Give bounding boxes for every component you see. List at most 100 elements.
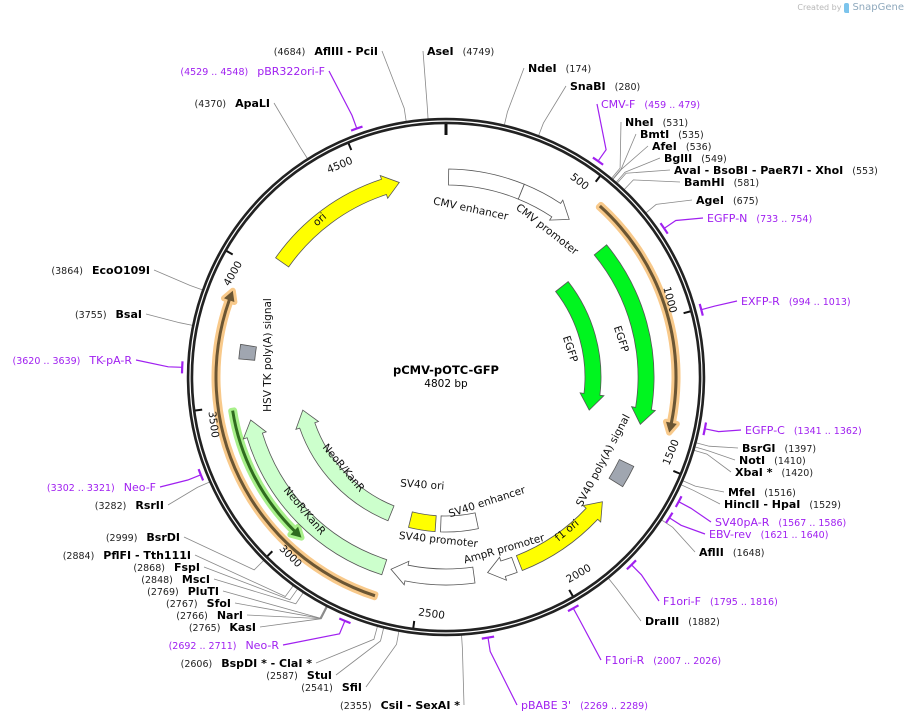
restriction-site-label[interactable]: (2766)NarI (176, 609, 243, 622)
primer-label-part: EXFP-R (741, 295, 780, 308)
feature-label-cmv-enhancer[interactable]: CMV enhancer (432, 195, 510, 223)
restriction-site-label-part: DraIII (645, 615, 679, 628)
restriction-site-label[interactable]: (4370)ApaLI (194, 97, 270, 110)
feature-f1-ori[interactable] (515, 501, 603, 572)
feature-label-sv40-promoter[interactable]: SV40 promoter (398, 530, 479, 550)
primer-mark[interactable] (592, 156, 604, 166)
feature-label-sv40-enhancer[interactable]: SV40 enhancer (447, 484, 527, 520)
restriction-site-label[interactable]: BmtI(535) (640, 128, 704, 141)
primer-mark[interactable] (665, 512, 674, 524)
primer-mark[interactable] (481, 635, 495, 640)
feature-sv40-poly-a-signal[interactable] (608, 458, 635, 488)
restriction-site-label-part: (549) (701, 154, 727, 165)
orf-arrow[interactable] (598, 204, 678, 433)
feature-ori[interactable] (275, 174, 400, 268)
primer-label[interactable]: (4529 .. 4548)pBR322ori-F (180, 65, 325, 78)
primer-label[interactable]: F1ori-F(1795 .. 1816) (663, 595, 778, 608)
restriction-site-label[interactable]: BsrGI(1397) (742, 442, 816, 455)
primer-mark[interactable] (702, 422, 708, 436)
tick-label: 2500 (418, 606, 446, 621)
restriction-site-label[interactable]: BamHI(581) (684, 176, 759, 189)
restriction-site-label[interactable]: AseI(4749) (427, 45, 494, 58)
restriction-site-label[interactable]: (2765)KasI (189, 621, 256, 634)
feature-egfp[interactable] (555, 281, 605, 411)
primer-mark[interactable] (350, 125, 363, 132)
restriction-site-label[interactable]: (2767)SfoI (166, 597, 231, 610)
primer-label[interactable]: CMV-F(459 .. 479) (601, 98, 700, 111)
primer-mark[interactable] (626, 559, 637, 571)
primer-mark[interactable] (674, 495, 683, 508)
restriction-site-label[interactable]: DraIII(1882) (645, 615, 720, 628)
restriction-site-label[interactable]: (3282)RsrII (95, 499, 164, 512)
restriction-site-label[interactable]: AflII(1648) (699, 546, 764, 559)
tick-label: 4000 (221, 259, 245, 288)
restriction-site-label[interactable]: NdeI(174) (528, 62, 591, 75)
feature-sv40-promoter[interactable] (390, 560, 476, 586)
tick-label: 2000 (564, 562, 593, 586)
tick-label: 3500 (206, 411, 221, 439)
restriction-site-label[interactable]: (2587)StuI (266, 669, 332, 682)
primer-label[interactable]: EGFP-C(1341 .. 1362) (745, 424, 862, 437)
primer-label[interactable]: F1ori-R(2007 .. 2026) (605, 654, 721, 667)
restriction-site-label[interactable]: XbaI *(1420) (735, 466, 813, 479)
primer-mark[interactable] (567, 604, 580, 613)
feature-label-sv40-polya[interactable]: SV40 poly(A) signal (574, 413, 633, 509)
restriction-site-label[interactable]: SnaBI(280) (570, 80, 640, 93)
restriction-site-label[interactable]: (2769)PluTI (147, 585, 219, 598)
restriction-site-label[interactable]: AfeI(536) (652, 140, 711, 153)
restriction-site-label[interactable]: (4684)AflIII - PciI (274, 45, 378, 58)
feature-label-egfp-outer[interactable]: EGFP (611, 324, 631, 354)
feature-cmv-promoter[interactable] (517, 183, 570, 221)
primer-label[interactable]: (3620 .. 3639)TK-pA-R (13, 354, 133, 367)
primer-label[interactable]: EGFP-N(733 .. 754) (707, 212, 812, 225)
feature-neor-kanr[interactable] (242, 419, 388, 576)
primer-mark[interactable] (659, 222, 669, 235)
plasmid-length: 4802 bp (424, 378, 468, 390)
restriction-site-label[interactable]: (2606)BspDI * - ClaI * (181, 657, 313, 670)
primer-label[interactable]: (2692 .. 2711)Neo-R (169, 639, 280, 652)
restriction-site-label[interactable]: (2541)SfiI (301, 681, 362, 694)
feature-sv40-ori[interactable] (408, 511, 437, 533)
primer-label[interactable]: EBV-rev(1621 .. 1640) (709, 528, 828, 541)
primer-mark[interactable] (338, 617, 351, 625)
leader-line (234, 602, 328, 619)
restriction-site-label[interactable]: (2868)FspI (133, 561, 200, 574)
feature-egfp[interactable] (593, 244, 657, 425)
feature-sv40-enhancer[interactable] (440, 512, 479, 533)
restriction-site-label-part: SnaBI (570, 80, 606, 93)
restriction-site-label[interactable]: (2355)CsiI - SexAI * (340, 699, 460, 712)
primer-mark[interactable] (180, 361, 184, 374)
feature-label-hsv-tk-polya[interactable]: HSV TK poly(A) signal (262, 298, 274, 412)
restriction-site-label-part: EcoO109I (92, 264, 150, 277)
feature-neor-kanr[interactable] (295, 409, 395, 522)
primer-label[interactable]: (3302 .. 3321)Neo-F (47, 481, 156, 494)
restriction-site-label-part: NotI (739, 454, 765, 467)
primer-mark[interactable] (698, 303, 704, 316)
restriction-site-label[interactable]: (3864)EcoO109I (51, 264, 150, 277)
primer-label[interactable]: SV40pA-R(1567 .. 1586) (715, 516, 846, 529)
restriction-site-label[interactable]: BglII(549) (664, 152, 727, 165)
primer-label[interactable]: pBABE 3'(2269 .. 2289) (521, 699, 648, 712)
restriction-site-label[interactable]: (2884)PflFI - Tth111I (63, 549, 191, 562)
restriction-site-label[interactable]: NheI(531) (625, 116, 688, 129)
primer-label-part: (1795 .. 1816) (710, 597, 778, 608)
primer-label-part: (3302 .. 3321) (47, 483, 115, 494)
feature-cmv-enhancer[interactable] (448, 168, 525, 200)
feature-hsv-tk-poly-a-signal[interactable] (238, 343, 257, 361)
feature-label-egfp-inner[interactable]: EGFP (560, 334, 580, 364)
feature-label-sv40-ori[interactable]: SV40 ori (400, 477, 445, 492)
primer-mark[interactable] (197, 468, 205, 481)
restriction-site-label[interactable]: HincII - HpaI(1529) (724, 498, 841, 511)
primer-label[interactable]: EXFP-R(994 .. 1013) (741, 295, 851, 308)
restriction-site-label[interactable]: (3755)BsaI (75, 308, 142, 321)
restriction-site-label[interactable]: (2999)BsrDI (106, 531, 180, 544)
restriction-site-label-part: BamHI (684, 176, 725, 189)
restriction-site-label[interactable]: AvaI - BsoBI - PaeR7I - XhoI(553) (674, 164, 878, 177)
restriction-site-label[interactable]: NotI(1410) (739, 454, 806, 467)
restriction-site-label-part: (2999) (106, 533, 138, 544)
restriction-site-label[interactable]: (2848)MscI (141, 573, 210, 586)
feature-ampr-promoter[interactable] (486, 556, 518, 581)
restriction-site-label[interactable]: MfeI(1516) (728, 486, 796, 499)
tick-label: 1500 (661, 438, 682, 467)
restriction-site-label[interactable]: AgeI(675) (696, 194, 759, 207)
